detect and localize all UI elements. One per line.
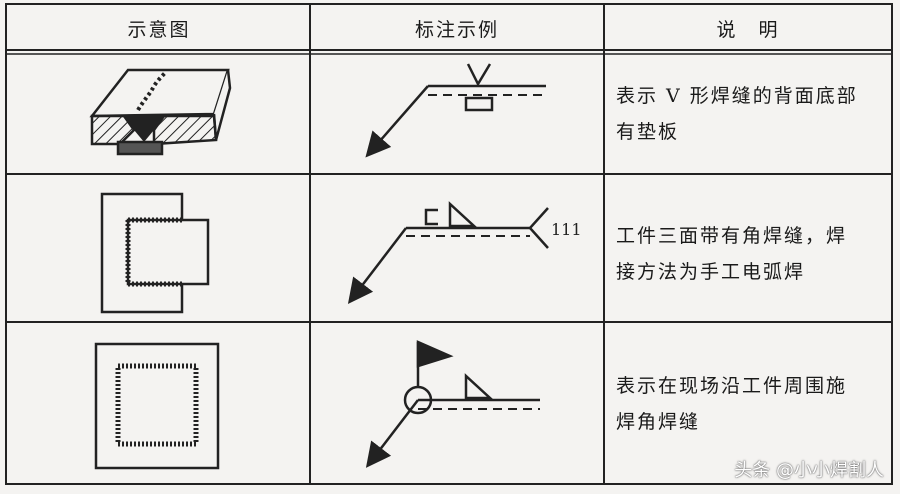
row1-weld-symbol xyxy=(365,63,546,158)
row1-schematic-v-groove-backing xyxy=(89,68,232,156)
row1-description: 表示 V 形焊缝的背面底部 有垫板 xyxy=(616,85,858,143)
watermark: 头条 @小小焊割人 xyxy=(734,460,884,481)
row3-schematic-all-around xyxy=(94,342,220,470)
row2-process-number: 111 xyxy=(551,220,582,239)
row2-schematic-three-side-fillet xyxy=(100,192,210,314)
row2-description: 工件三面带有角焊缝，焊 接方法为手工电弧焊 xyxy=(616,225,848,283)
header-schematic: 示意图 xyxy=(127,18,191,41)
header-annotation-example: 标注示例 xyxy=(414,18,499,41)
row3-weld-symbol xyxy=(365,340,540,468)
header-explanation: 说 明 xyxy=(716,18,780,41)
row2-weld-symbol xyxy=(347,201,549,304)
table-border xyxy=(5,3,893,485)
row3-description: 表示在现场沿工件周围施 焊角焊缝 xyxy=(616,375,848,433)
